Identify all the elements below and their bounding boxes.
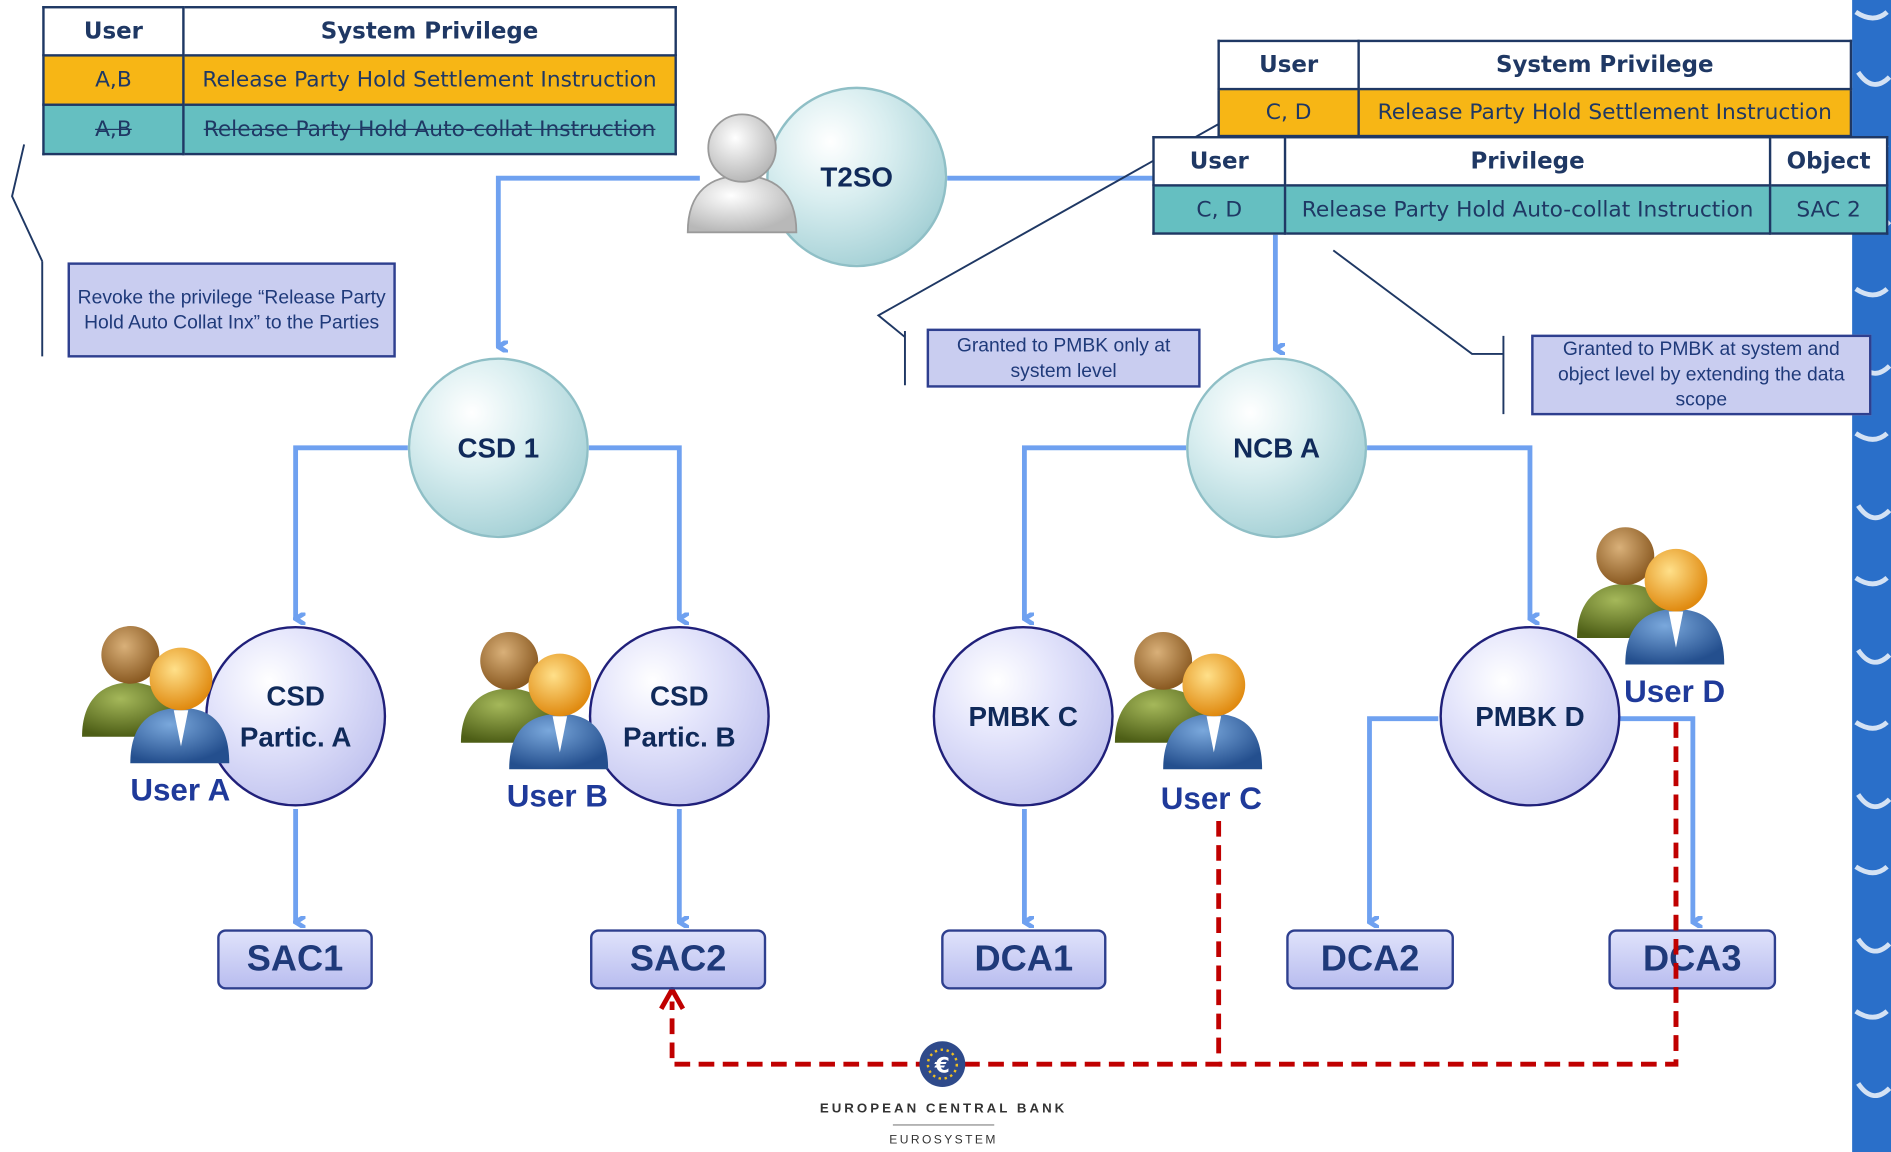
dashed-arrowhead (659, 984, 686, 1010)
dashed-user-d (1218, 722, 1679, 1067)
dashed-overlay (1673, 890, 1679, 1060)
cell-object: SAC 2 (1768, 184, 1889, 235)
node-csd1: CSD 1 (407, 357, 589, 539)
node-pmbk-d: PMBK D (1439, 625, 1621, 807)
edge-csd1-b (588, 445, 679, 619)
account-dca3: DCA3 (1608, 929, 1777, 990)
admin-user-icon (686, 113, 798, 234)
header-user: User (1217, 39, 1360, 91)
users-icon-b (460, 631, 609, 770)
ecb-divider (892, 1124, 995, 1126)
header-system-privilege: System Privilege (182, 6, 677, 57)
header-object: Object (1768, 136, 1889, 187)
account-sac1: SAC1 (217, 929, 373, 990)
cell-privilege: Release Party Hold Auto-collat Instructi… (1283, 184, 1772, 235)
node-label: CSD 1 (457, 432, 540, 464)
callout-pmbk-object: Granted to PMBK at system and object lev… (1531, 334, 1872, 416)
node-csd-partic-a: CSD Partic. A (205, 625, 387, 807)
users-icon-d (1577, 527, 1725, 665)
leader-revoke (11, 144, 44, 357)
user-d-label: User D (1624, 672, 1726, 710)
cell-privilege: Release Party Hold Settlement Instructio… (1357, 87, 1853, 138)
header-user: User (42, 6, 185, 57)
cell-user: A,B (42, 54, 185, 106)
node-label-line1: CSD (266, 680, 325, 712)
node-label: PMBK C (968, 700, 1078, 732)
node-label: PMBK D (1475, 700, 1585, 732)
node-label-line2: Partic. B (623, 721, 736, 753)
account-sac2: SAC2 (590, 929, 767, 990)
edge-t2so-csd1 (495, 175, 700, 347)
privilege-table-cd: User System Privilege C, D Release Party… (1217, 39, 1853, 138)
leader-pmbk-object (1332, 249, 1505, 415)
edge-ncba-c (1021, 445, 1187, 619)
cell-user: C, D (1152, 184, 1287, 235)
user-a-label: User A (130, 771, 231, 808)
cell-privilege-revoked: Release Party Hold Auto-collat Instructi… (182, 103, 677, 156)
ecb-eurosystem: EUROSYSTEM (889, 1133, 998, 1148)
node-label: NCB A (1233, 432, 1321, 464)
account-dca1: DCA1 (941, 929, 1107, 990)
cell-user-revoked: A,B (42, 103, 185, 156)
edge-ncba-d (1367, 445, 1530, 619)
ecb-name: EUROPEAN CENTRAL BANK (819, 1101, 1068, 1116)
header-privilege: Privilege (1283, 136, 1772, 187)
edge-d-dca3 (1619, 716, 1693, 922)
node-label-line1: CSD (650, 680, 709, 712)
node-t2so: T2SO (766, 86, 948, 268)
leader-pmbk-system (876, 123, 1220, 386)
users-icon-a (82, 625, 230, 764)
node-label-line2: Partic. A (239, 721, 352, 753)
users-icon-c (1114, 631, 1263, 770)
header-system-privilege: System Privilege (1357, 39, 1853, 91)
privilege-table-ab: User System Privilege A,B Release Party … (42, 6, 677, 156)
edge-csd1-a (293, 445, 408, 619)
node-pmbk-c: PMBK C (932, 625, 1114, 807)
user-c-label: User C (1160, 780, 1262, 817)
callout-pmbk-system: Granted to PMBK only at system level (926, 328, 1201, 388)
node-label: T2SO (820, 161, 893, 193)
node-ncb-a: NCB A (1186, 357, 1368, 539)
callout-revoke: Revoke the privilege “Release Party Hold… (67, 262, 396, 358)
account-dca2: DCA2 (1286, 929, 1454, 990)
header-user: User (1152, 136, 1287, 187)
edge-d-dca2 (1367, 716, 1439, 922)
user-b-label: User B (506, 777, 608, 814)
ecb-logo-icon: € (919, 1041, 966, 1088)
node-csd-partic-b: CSD Partic. B (588, 625, 770, 807)
cell-privilege: Release Party Hold Settlement Instructio… (182, 54, 677, 106)
object-privilege-table: User Privilege Object C, D Release Party… (1152, 136, 1889, 235)
svg-text:€: € (934, 1054, 950, 1079)
cell-user: C, D (1217, 87, 1360, 138)
